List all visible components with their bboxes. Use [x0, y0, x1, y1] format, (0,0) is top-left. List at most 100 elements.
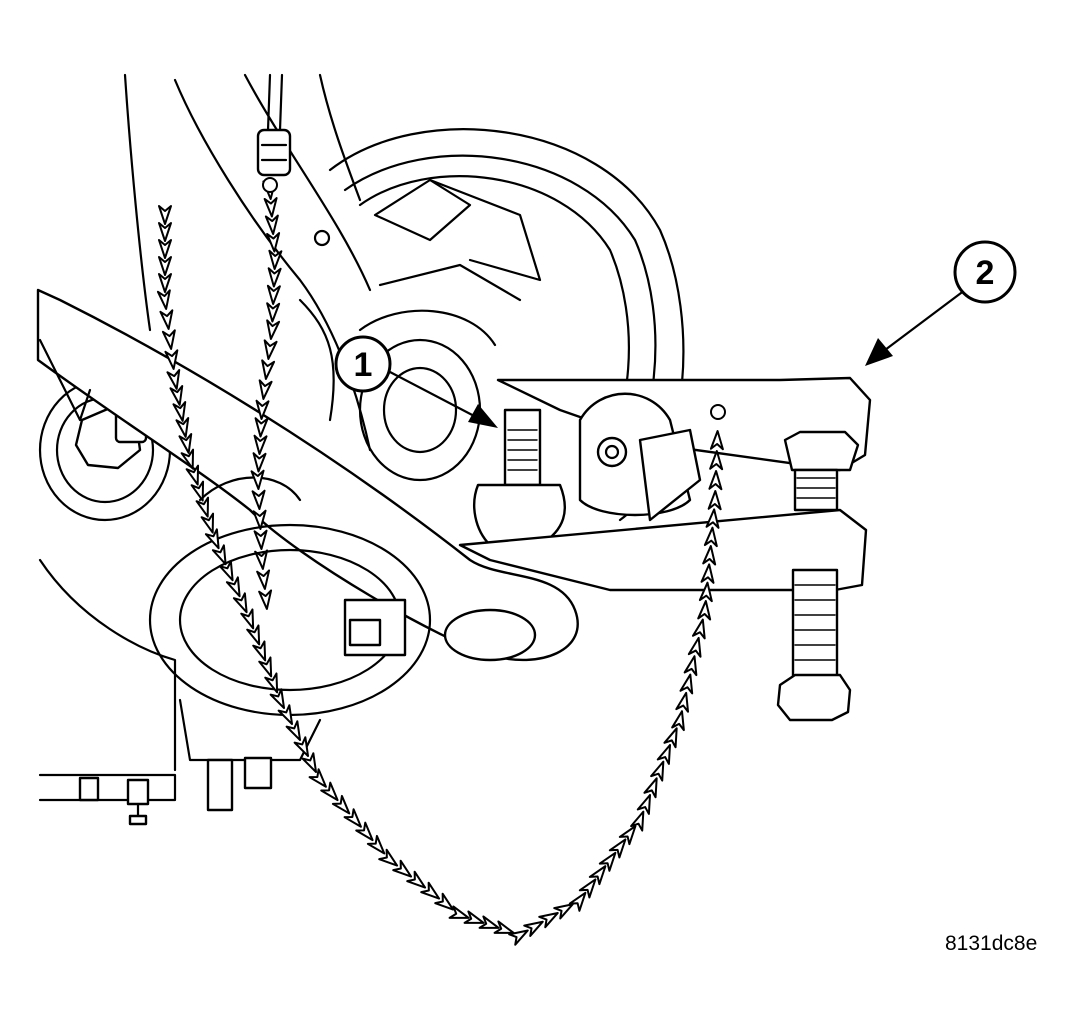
chain-link — [169, 385, 184, 406]
chain-link — [263, 339, 278, 360]
chain-link — [650, 760, 665, 782]
chain-link — [598, 851, 617, 872]
chain-link — [683, 655, 698, 677]
safety-chain — [156, 177, 726, 946]
chain-link — [158, 273, 172, 293]
figure-id: 8131dc8e — [945, 932, 1037, 955]
callout-2-label: 2 — [976, 254, 995, 292]
chain-link — [707, 490, 722, 511]
chain-link — [538, 911, 559, 929]
chain-link — [211, 544, 227, 566]
chain-link — [687, 636, 702, 658]
chain-link — [355, 821, 374, 842]
chain-link — [378, 848, 399, 867]
ball-joint-separator-tool — [458, 376, 872, 722]
chain-link — [709, 430, 724, 451]
chain-link — [269, 688, 286, 710]
chain-link — [268, 249, 283, 270]
chain-link — [705, 508, 720, 529]
chain-link — [180, 448, 195, 470]
chain-link — [255, 399, 270, 420]
chain-link — [675, 691, 690, 713]
chain-end-ring — [262, 177, 278, 193]
chain-link — [420, 881, 441, 900]
chain-link — [366, 834, 386, 855]
chain-link — [636, 793, 652, 815]
chain-link — [266, 302, 281, 323]
callout-1-label: 1 — [354, 346, 373, 384]
chain-link — [656, 743, 672, 765]
chain-link — [578, 878, 597, 899]
callout-1: 1 — [334, 335, 498, 428]
chain-link — [253, 434, 268, 455]
chain-link — [392, 859, 413, 878]
chain-link — [164, 349, 179, 370]
chain-link — [406, 870, 427, 889]
chain-link — [190, 480, 205, 502]
chain-link — [700, 563, 715, 584]
chain-link — [253, 529, 268, 550]
chain-link — [264, 214, 279, 235]
chain-link — [267, 267, 282, 288]
chain-link — [240, 608, 255, 630]
chain-link — [258, 656, 273, 678]
chain-link — [195, 496, 210, 518]
chain-link — [523, 920, 544, 937]
chain-link — [258, 379, 273, 400]
chain-link — [232, 592, 248, 614]
ball-joint-stud — [473, 408, 567, 547]
chain-link — [254, 417, 269, 438]
chain-link — [663, 727, 678, 749]
chain-link — [630, 810, 645, 832]
callout-2: 2 — [865, 240, 1017, 366]
chain-link — [709, 450, 724, 471]
chain-link — [434, 892, 455, 911]
chain-link — [708, 470, 723, 491]
sensor-wire — [256, 73, 292, 177]
chain-link — [671, 710, 685, 732]
chain-link — [225, 576, 241, 598]
chain-link — [264, 672, 279, 694]
chain-link — [172, 401, 187, 422]
chain-link — [608, 838, 627, 859]
chain-link — [250, 469, 265, 490]
chain-link — [331, 794, 351, 815]
chain-link — [258, 589, 273, 610]
chain-link — [568, 891, 587, 912]
chain-link — [166, 369, 181, 390]
chain-link — [178, 433, 193, 454]
chain-link — [256, 569, 271, 590]
chain-link — [204, 528, 220, 550]
chain-link — [285, 720, 302, 742]
chain-link — [618, 825, 637, 846]
chain-link — [252, 509, 267, 530]
chain-link — [158, 205, 172, 225]
chain-link — [161, 329, 176, 350]
chain-link — [266, 319, 281, 340]
chain-link — [218, 560, 234, 582]
chain-link — [301, 752, 318, 774]
chain-link — [254, 549, 269, 570]
chain-link — [691, 618, 706, 640]
chain-link — [266, 284, 281, 305]
chain-link — [293, 736, 310, 758]
chain-link — [553, 903, 574, 920]
chain-link — [697, 600, 712, 621]
chain-link — [463, 910, 485, 924]
chain-link — [320, 781, 339, 802]
chain-link — [679, 673, 694, 695]
chain-link — [200, 512, 215, 534]
chain-link — [698, 581, 713, 603]
chain-link — [251, 489, 266, 510]
chain-link — [448, 905, 470, 919]
chain-link — [277, 704, 294, 726]
chain-link — [308, 768, 327, 788]
transaxle-housing — [38, 523, 432, 826]
chain-link — [252, 640, 267, 662]
chain-link — [508, 929, 529, 946]
chain-link — [263, 197, 278, 218]
chain-link — [588, 865, 607, 886]
chain-link — [156, 289, 171, 310]
chain-link — [246, 624, 261, 646]
